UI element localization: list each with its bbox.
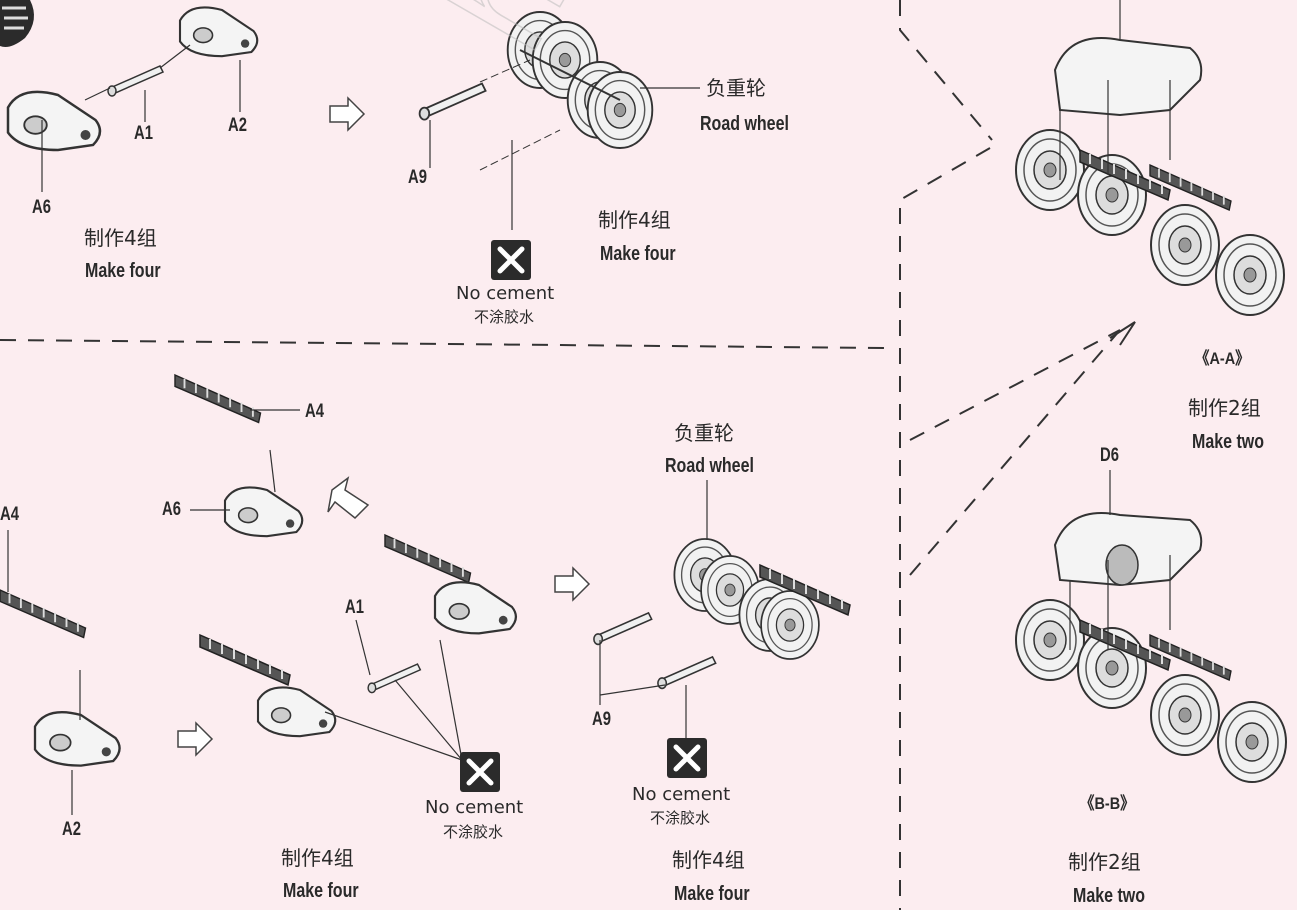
make-four-en-4: Make four [674, 883, 750, 905]
label-a1-top: A1 [134, 123, 153, 144]
make-four-en-1: Make four [85, 260, 161, 282]
make-two-en-1: Make two [1192, 431, 1265, 453]
road-wheel-top [506, 11, 654, 149]
label-d6: D6 [1100, 445, 1119, 466]
label-a9-bottom: A9 [592, 709, 611, 730]
part-a6-top [6, 90, 102, 152]
no-cement-en-1: No cement [456, 283, 555, 304]
make-two-en-2: Make two [1073, 885, 1146, 907]
no-cement-icon-3 [667, 738, 707, 778]
label-a2-bottom: A2 [62, 819, 81, 840]
make-four-en-2: Make four [600, 243, 676, 265]
label-a6-mid: A6 [162, 499, 181, 520]
spring-a4-mid [174, 374, 262, 424]
road-wheel-bottom [673, 538, 851, 660]
road-wheel-cn-top: 负重轮 [706, 76, 766, 100]
make-four-cn-4: 制作4组 [672, 848, 745, 872]
make-four-cn-1: 制作4组 [84, 226, 157, 250]
part-a1-pin-top [107, 65, 164, 97]
spring-a4-left [0, 589, 87, 639]
label-a1-mid: A1 [345, 597, 364, 618]
assembly-mid [199, 534, 518, 738]
bracket-a6-mid [223, 486, 304, 538]
no-cement-en-3: No cement [632, 784, 731, 805]
no-cement-icon-2 [460, 752, 500, 792]
no-cement-cn-2: 不涂胶水 [443, 823, 504, 841]
make-two-cn-2: 制作2组 [1068, 850, 1141, 874]
part-a2-top [178, 6, 259, 58]
assembly-aa [1015, 0, 1285, 316]
label-a2-top: A2 [228, 115, 247, 136]
label-a6-top: A6 [32, 197, 51, 218]
make-four-cn-2: 制作4组 [598, 208, 671, 232]
no-cement-icon-1 [491, 240, 531, 280]
no-cement-cn-1: 不涂胶水 [474, 308, 535, 326]
road-wheel-en-bottom: Road wheel [665, 455, 754, 477]
make-four-cn-3: 制作4组 [281, 846, 354, 870]
label-a9-top: A9 [408, 167, 427, 188]
assembly-bb [1015, 470, 1287, 783]
road-wheel-cn-bottom: 负重轮 [674, 421, 734, 445]
no-cement-cn-3: 不涂胶水 [650, 809, 711, 827]
bracket-a2-bottom [33, 711, 121, 767]
road-wheel-en-top: Road wheel [700, 113, 789, 135]
label-a4-left: A4 [0, 504, 19, 525]
make-two-cn-1: 制作2组 [1188, 396, 1261, 420]
section-aa: 《A-A》 [1195, 349, 1250, 368]
make-four-en-3: Make four [283, 880, 359, 902]
label-a4-mid: A4 [305, 401, 324, 422]
no-cement-en-2: No cement [425, 797, 524, 818]
section-bb: 《B-B》 [1080, 794, 1135, 813]
